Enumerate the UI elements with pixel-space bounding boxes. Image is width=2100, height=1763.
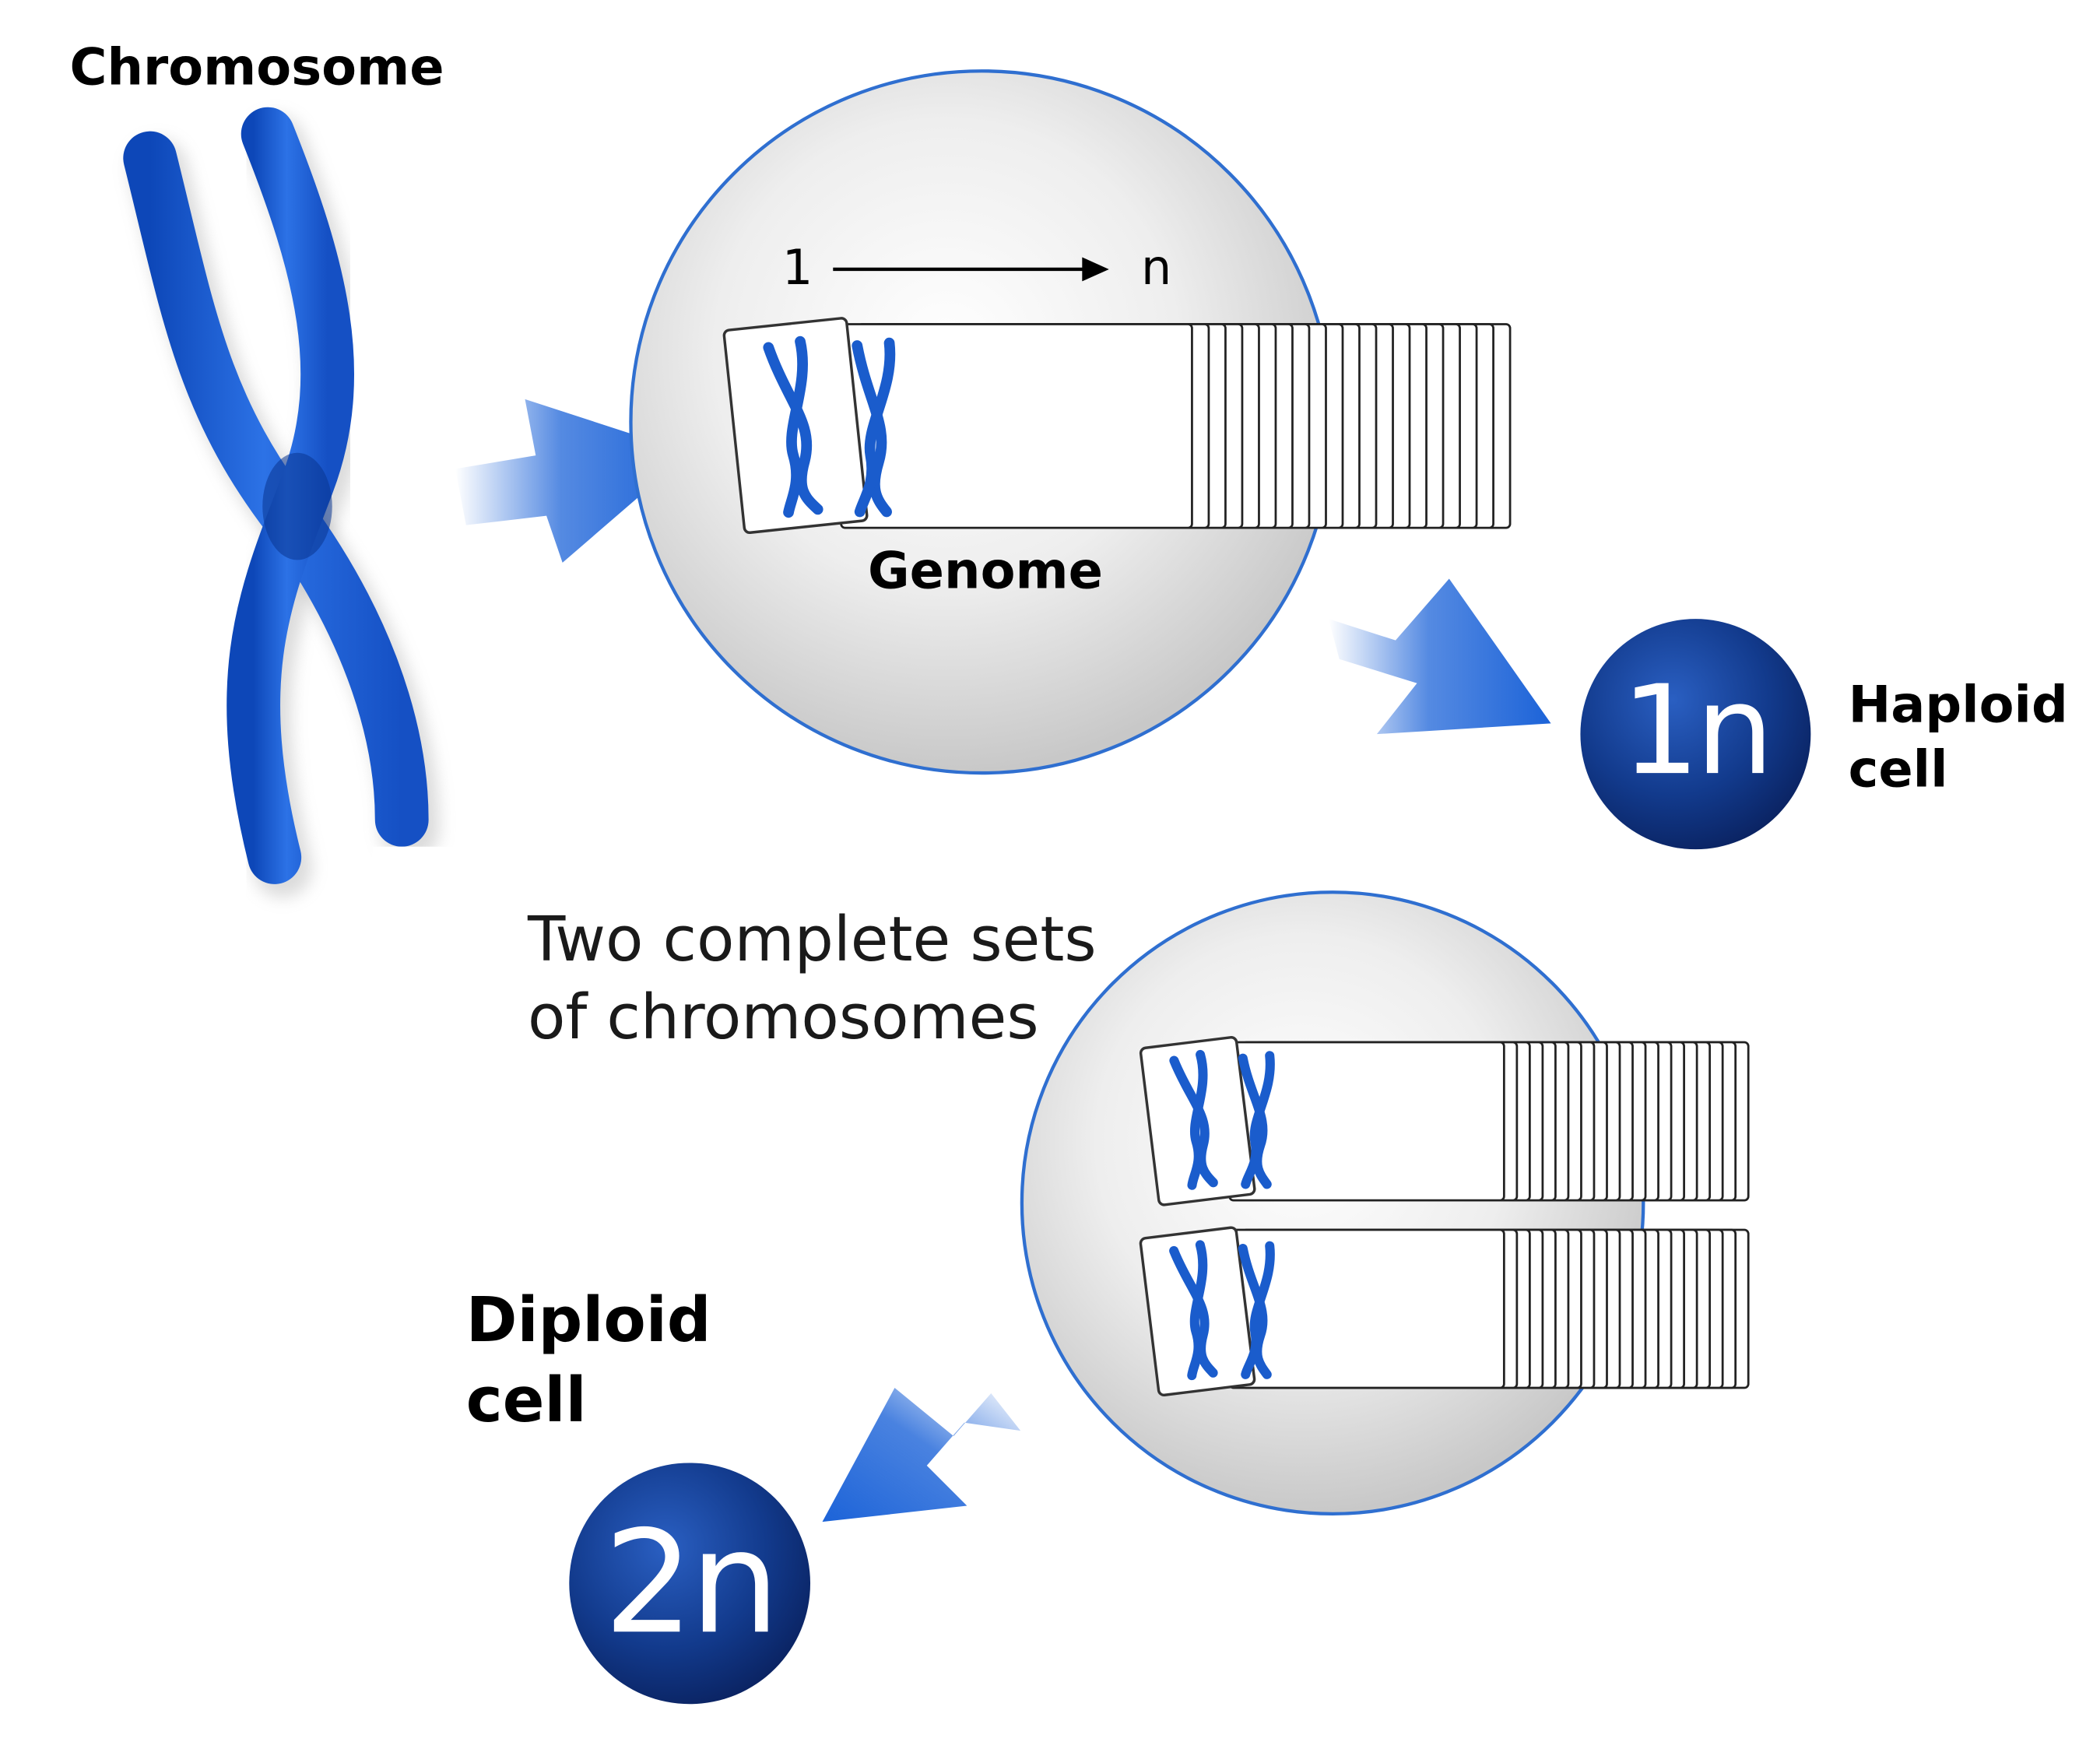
- genome-label: Genome: [868, 541, 1103, 601]
- set-two-second-chromosome-icon: [1238, 1241, 1275, 1379]
- range-start-label: 1: [781, 241, 813, 297]
- chromosome-label: Chromosome: [69, 37, 444, 97]
- set-two-card-stack: [1228, 1228, 1750, 1389]
- haploid-label-line1: Haploid: [1848, 675, 2068, 735]
- mini-chromosome-icon: [763, 335, 823, 518]
- two-sets-label-line2: of chromosomes: [527, 980, 1039, 1053]
- mini-chromosome-icon: [1169, 1049, 1218, 1190]
- arrow-to-diploid-icon: [822, 1388, 1021, 1522]
- set-one-front-card: [1139, 1036, 1256, 1206]
- haploid-badge: [1580, 619, 1811, 850]
- genome-card-stack: [840, 323, 1512, 529]
- genome-second-card-chromosome-icon: [852, 337, 896, 518]
- set-one-second-chromosome-icon: [1238, 1051, 1275, 1189]
- haploid-badge-text: 1n: [1621, 658, 1774, 802]
- arrow-to-haploid-icon: [1328, 578, 1551, 735]
- mini-chromosome-icon: [1169, 1240, 1218, 1381]
- diploid-cell: [1020, 890, 1645, 1515]
- diploid-badge-text: 2n: [603, 1500, 779, 1666]
- diploid-label-line1: Diploid: [465, 1283, 711, 1356]
- chromosome-cutoff: [372, 846, 453, 901]
- diploid-badge: [569, 1463, 811, 1705]
- range-arrow-icon: [833, 257, 1109, 282]
- genome-front-card: [722, 317, 869, 534]
- set-two-front-card: [1139, 1226, 1256, 1397]
- range-end-label: n: [1141, 241, 1172, 297]
- haploid-label-line2: cell: [1848, 739, 1948, 799]
- chromosome-icon: [123, 107, 440, 898]
- diploid-label-line2: cell: [465, 1364, 587, 1437]
- two-sets-label-line1: Two complete sets: [527, 903, 1097, 975]
- set-one-card-stack: [1228, 1041, 1750, 1202]
